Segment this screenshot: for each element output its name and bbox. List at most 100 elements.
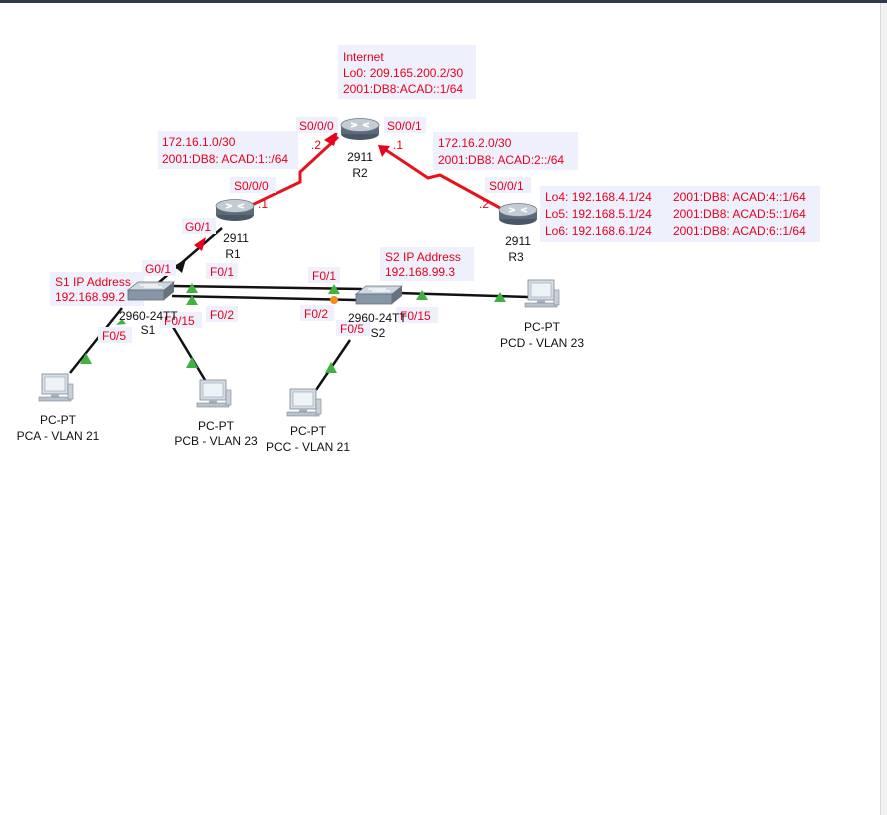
pcc-name: PCC - VLAN 21 — [266, 440, 350, 454]
pc-pcb[interactable] — [196, 379, 232, 408]
label-bg-r2-s001 — [384, 117, 426, 133]
port-indicator-r2-s000 — [324, 131, 338, 146]
r1-name: R1 — [225, 247, 241, 261]
s1-g01-label: G0/1 — [145, 262, 171, 276]
s1-f01-label: F0/1 — [210, 265, 234, 279]
r3-lo4: Lo4: 192.168.4.1/24 — [545, 190, 652, 204]
r2-s001-label: S0/0/1 — [387, 119, 422, 133]
label-bg-r3-loopbacks — [540, 186, 820, 242]
label-bg-s2-f015 — [396, 307, 438, 323]
label-bg-s1-f015 — [160, 312, 202, 328]
port-indicator-pca — [80, 353, 92, 364]
s2-ip-address: 192.168.99.3 — [385, 265, 455, 279]
pcd-name: PCD - VLAN 23 — [500, 336, 584, 350]
r2-model: 2911 — [347, 150, 373, 164]
serial-link-r2-r3[interactable] — [382, 146, 501, 210]
s2-f015-label: F0/15 — [400, 309, 431, 323]
port-indicator-pcd — [494, 292, 506, 302]
pc-pcc[interactable] — [286, 388, 322, 417]
port-indicator-s1-f05 — [116, 319, 126, 325]
port-indicator-pcc — [325, 362, 337, 373]
port-indicator-r1-g01 — [194, 237, 206, 251]
switch-s1[interactable] — [127, 281, 175, 301]
label-bg-s2-f05 — [336, 320, 370, 336]
s1-f015-label: F0/15 — [164, 314, 195, 328]
label-bg-internet — [338, 45, 476, 99]
net-r1-r2-ipv4: 172.16.1.0/30 — [162, 135, 236, 149]
s1-ip-address: 192.168.99.2 — [55, 290, 125, 304]
port-indicator-s1-f02 — [186, 295, 198, 305]
net-r2-r3-ipv6: 2001:DB8: ACAD:2::/64 — [438, 153, 564, 167]
s1-model: 2960-24TT — [119, 309, 178, 323]
router-r3[interactable] — [498, 202, 538, 226]
label-bg-s2-f02 — [300, 305, 334, 321]
net-r1-r2-ipv6: 2001:DB8: ACAD:1::/64 — [162, 152, 288, 166]
label-bg-s1-f05 — [98, 327, 132, 343]
pc-pca[interactable] — [38, 373, 74, 402]
r3-name: R3 — [508, 250, 524, 264]
switch-s2[interactable] — [355, 285, 403, 305]
r2-s000-host: .2 — [311, 138, 321, 152]
r1-s000-host: .1 — [258, 197, 268, 211]
internet-title: Internet — [343, 50, 384, 64]
label-bg-r3-s001 — [485, 177, 531, 193]
label-bg-s1-f01 — [206, 263, 238, 279]
port-indicator-pcb — [186, 357, 198, 368]
r3-lo5-ipv6: 2001:DB8: ACAD:5::1/64 — [673, 207, 806, 221]
r3-lo5: Lo5: 192.168.5.1/24 — [545, 207, 652, 221]
port-indicator-s1-f01 — [186, 283, 198, 293]
r2-s000-label: S0/0/0 — [299, 119, 334, 133]
port-indicator-s1-g01 — [174, 259, 186, 273]
r1-s000-label: S0/0/0 — [234, 179, 269, 193]
r3-lo6: Lo6: 192.168.6.1/24 — [545, 224, 652, 238]
pcb-name: PCB - VLAN 23 — [174, 434, 258, 448]
ethernet-link-s1-pca[interactable] — [69, 307, 123, 374]
r2-s001-host: .1 — [393, 138, 403, 152]
pcd-type: PC-PT — [524, 320, 561, 334]
ethernet-link-s1f01-s2f01[interactable] — [171, 284, 363, 291]
label-bg-s2-f01 — [308, 267, 340, 283]
s2-model: 2960-24TT — [348, 311, 407, 325]
serial-link-r1-r2[interactable] — [247, 135, 340, 209]
ethernet-link-s2-pcd[interactable] — [397, 291, 529, 299]
internet-ipv6: 2001:DB8:ACAD::1/64 — [343, 82, 463, 96]
label-bg-net-r2-r3 — [433, 132, 578, 170]
net-r2-r3-ipv4: 172.16.2.0/30 — [438, 136, 512, 150]
port-indicator-r2-s001 — [378, 145, 390, 157]
s1-f05-label: F0/5 — [102, 329, 126, 343]
label-bg-s1-g01 — [142, 260, 176, 276]
pca-name: PCA - VLAN 21 — [17, 429, 100, 443]
r1-model: 2911 — [223, 231, 249, 245]
r3-s001-label: S0/0/1 — [489, 179, 524, 193]
ethernet-link-s2-pcc[interactable] — [314, 339, 352, 391]
s2-f01-label: F0/1 — [312, 269, 336, 283]
s2-f05-label: F0/5 — [340, 322, 364, 336]
pcb-type: PC-PT — [198, 419, 235, 433]
router-r2[interactable] — [340, 117, 380, 141]
pca-type: PC-PT — [40, 413, 77, 427]
pc-pcd[interactable] — [524, 279, 560, 308]
s2-ip-title: S2 IP Address — [385, 250, 461, 264]
port-indicator-s2-f02 — [330, 296, 338, 304]
internet-lo0: Lo0: 209.165.200.2/30 — [343, 66, 463, 80]
s1-name: S1 — [141, 323, 156, 337]
s1-f02-label: F0/2 — [210, 308, 234, 322]
s2-f02-label: F0/2 — [304, 307, 328, 321]
label-bg-s2-ip — [380, 247, 474, 281]
ethernet-link-s1f02-s2f02[interactable] — [171, 294, 357, 302]
vertical-scrollbar[interactable] — [880, 3, 887, 815]
ethernet-link-s1-pcb[interactable] — [168, 321, 207, 381]
r3-lo6-ipv6: 2001:DB8: ACAD:6::1/64 — [673, 224, 806, 238]
label-bg-r2-s000 — [296, 117, 338, 133]
s2-name: S2 — [371, 326, 386, 340]
label-bg-net-r1-r2 — [158, 131, 298, 169]
label-bg-r1-g01 — [182, 218, 216, 234]
port-indicator-s2-f01 — [328, 284, 340, 294]
port-indicator-s2-f015 — [416, 290, 428, 300]
r2-name: R2 — [352, 166, 368, 180]
pcc-type: PC-PT — [290, 424, 327, 438]
r3-model: 2911 — [505, 234, 531, 248]
r3-lo4-ipv6: 2001:DB8: ACAD:4::1/64 — [673, 190, 806, 204]
router-r1[interactable] — [215, 198, 255, 222]
